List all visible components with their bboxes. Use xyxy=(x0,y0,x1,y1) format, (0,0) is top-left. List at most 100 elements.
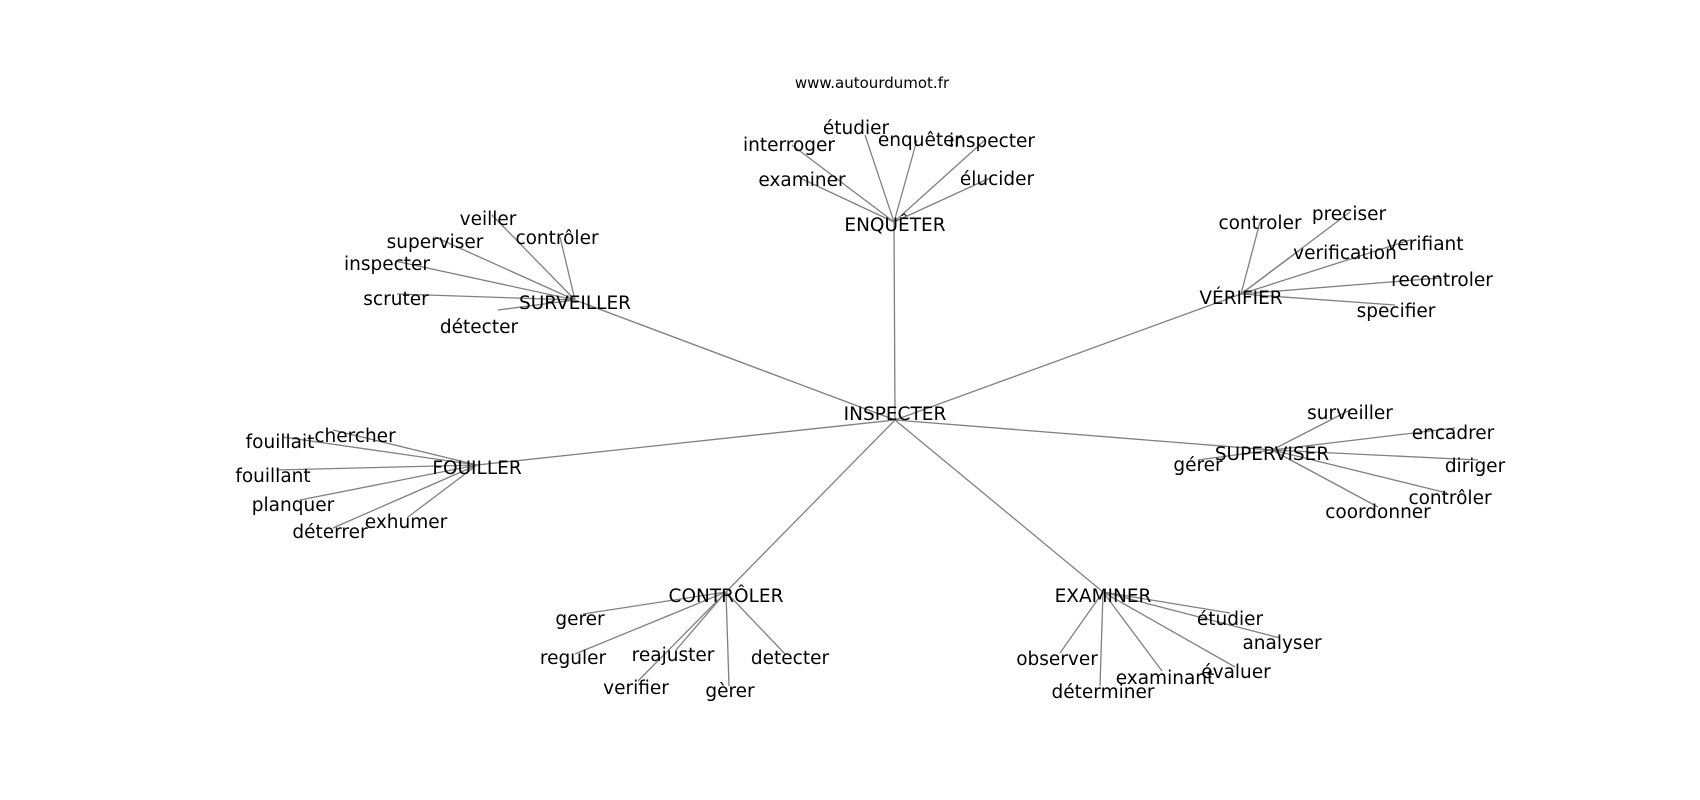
leaf-node-label: gerer xyxy=(555,609,605,630)
edge-hub-to-leaf xyxy=(574,591,727,655)
edge-center-to-hub xyxy=(574,299,896,421)
edge-hub-to-leaf xyxy=(893,177,991,223)
leaf-node-label: verification xyxy=(1293,243,1397,264)
hub-node-label: ENQUÊTER xyxy=(844,214,945,236)
leaf-node-label: étudier xyxy=(823,118,890,139)
watermark: www.autourdumot.fr xyxy=(795,74,950,92)
edge-hub-to-leaf xyxy=(1271,449,1448,494)
leaf-node-label: coordonner xyxy=(1325,502,1431,523)
edge-hub-to-leaf xyxy=(282,436,478,466)
edge-hub-to-leaf xyxy=(582,591,727,615)
edge-hub-to-leaf xyxy=(1240,293,1396,306)
leaf-node-label: diriger xyxy=(1445,456,1506,477)
edge-hub-to-leaf xyxy=(725,591,786,655)
leaf-node-label: évaluer xyxy=(1201,662,1271,683)
edge-hub-to-leaf xyxy=(893,139,986,223)
leaf-node-label: inspecter xyxy=(344,254,430,275)
leaf-node-label: examiner xyxy=(758,170,846,191)
leaf-node-label: observer xyxy=(1016,649,1098,670)
leaf-node-label: surveiller xyxy=(1307,403,1393,424)
edge-center-to-hub xyxy=(725,419,896,593)
leaf-node-label: chercher xyxy=(314,426,396,447)
edge-hub-to-leaf xyxy=(1099,591,1104,687)
edges xyxy=(275,134,1479,687)
leaf-node-label: gérer xyxy=(1173,455,1223,476)
edge-hub-to-leaf xyxy=(1240,221,1261,295)
edge-center-to-hub xyxy=(893,221,896,421)
edge-center-to-hub xyxy=(894,419,1104,593)
leaf-node-label: encadrer xyxy=(1412,423,1495,444)
leaf-node-label: fouillait xyxy=(246,432,315,453)
edge-hub-to-leaf xyxy=(491,214,576,301)
edge-hub-to-leaf xyxy=(299,464,478,501)
edge-hub-to-leaf xyxy=(1102,591,1231,614)
leaf-node-label: fouillant xyxy=(235,466,310,487)
edge-hub-to-leaf xyxy=(1197,449,1273,461)
leaf-node-label: verifiant xyxy=(1386,234,1463,255)
leaf-node-label: élucider xyxy=(960,169,1035,190)
edge-hub-to-leaf xyxy=(434,236,576,301)
edge-hub-to-leaf xyxy=(275,464,478,471)
hub-node-label: SURVEILLER xyxy=(519,293,631,314)
edge-hub-to-leaf xyxy=(791,144,895,223)
leaf-node-label: gèrer xyxy=(705,681,755,702)
leaf-node-label: superviser xyxy=(387,232,484,253)
hub-node-label: CONTRÔLER xyxy=(669,585,784,607)
edge-hub-to-leaf xyxy=(864,134,895,223)
leaf-node-label: étudier xyxy=(1197,609,1264,630)
edge-hub-to-leaf xyxy=(1271,427,1456,451)
leaf-node-label: enquêter xyxy=(878,130,963,151)
edge-hub-to-leaf xyxy=(396,293,576,301)
edge-hub-to-leaf xyxy=(1102,591,1281,639)
leaf-node-label: contrôler xyxy=(1408,488,1492,509)
edge-hub-to-leaf xyxy=(675,591,727,651)
edge-hub-to-leaf xyxy=(725,591,730,687)
hub-node-label: FOUILLER xyxy=(432,458,522,479)
edge-hub-to-leaf xyxy=(559,236,576,301)
leaf-node-label: reguler xyxy=(540,648,607,669)
edge-hub-to-leaf xyxy=(799,177,895,223)
center-node-label: INSPECTER xyxy=(844,404,947,425)
leaf-node-label: interroger xyxy=(743,135,835,156)
leaf-node-label: planquer xyxy=(252,495,335,516)
leaf-node-label: scruter xyxy=(363,289,429,310)
leaf-node-label: reajuster xyxy=(632,645,715,666)
edge-center-to-hub xyxy=(894,419,1273,451)
leaf-node-label: detecter xyxy=(751,648,830,669)
edge-center-to-hub xyxy=(894,293,1242,421)
leaf-node-label: controler xyxy=(1218,213,1302,234)
edge-hub-to-leaf xyxy=(893,139,918,223)
leaf-node-label: déterminer xyxy=(1052,682,1155,703)
leaf-node-label: inspecter xyxy=(949,131,1035,152)
edge-hub-to-leaf xyxy=(407,464,478,518)
edge-hub-to-leaf xyxy=(1240,239,1411,295)
leaf-node-label: verifier xyxy=(603,678,669,699)
leaf-node-label: contrôler xyxy=(515,228,599,249)
edge-hub-to-leaf xyxy=(332,464,478,529)
edge-hub-to-leaf xyxy=(497,299,576,311)
leaf-node-label: specifier xyxy=(1357,301,1436,322)
leaf-node-label: déterrer xyxy=(292,522,368,543)
edge-hub-to-leaf xyxy=(1271,449,1379,508)
leaf-node-label: exhumer xyxy=(365,512,448,533)
leaf-node-label: analyser xyxy=(1242,633,1322,654)
leaf-node-label: recontroler xyxy=(1391,270,1493,291)
edge-hub-to-leaf xyxy=(1240,249,1301,295)
leaf-node-label: preciser xyxy=(1312,204,1387,225)
edge-hub-to-leaf xyxy=(1271,409,1351,451)
hub-node-label: VÉRIFIER xyxy=(1199,287,1282,309)
leaf-node-label: examinant xyxy=(1116,668,1215,689)
edge-hub-to-leaf xyxy=(1240,277,1441,295)
hub-node-label: EXAMINER xyxy=(1055,586,1152,607)
edge-hub-to-leaf xyxy=(1059,591,1104,654)
edge-hub-to-leaf xyxy=(332,429,478,466)
leaf-node-label: détecter xyxy=(440,317,519,338)
edge-hub-to-leaf xyxy=(394,260,576,301)
hub-node-label: SUPERVISER xyxy=(1215,444,1330,465)
edge-hub-to-leaf xyxy=(637,591,727,682)
edge-hub-to-leaf xyxy=(1102,591,1163,672)
edge-hub-to-leaf xyxy=(1271,449,1479,461)
edge-center-to-hub xyxy=(476,419,896,466)
